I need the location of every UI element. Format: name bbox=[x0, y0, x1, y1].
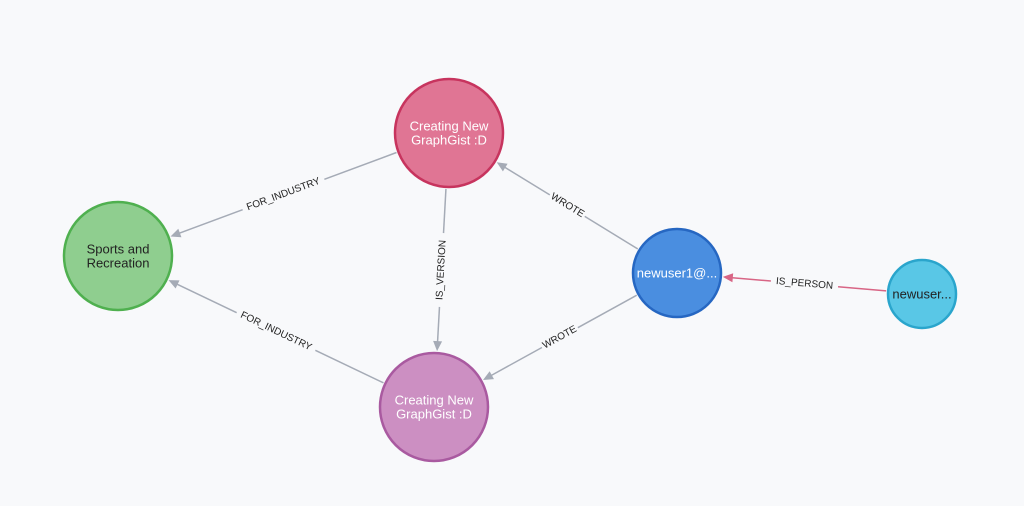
relationship-line bbox=[436, 306, 441, 344]
node-caption: Creating New bbox=[395, 393, 474, 408]
node-circle bbox=[393, 77, 505, 189]
relationship-line bbox=[730, 276, 771, 282]
rel-wrote-top[interactable]: WROTE bbox=[496, 162, 639, 250]
relationship-label: WROTE bbox=[541, 324, 579, 352]
relationship-line bbox=[315, 349, 384, 384]
node-circle bbox=[62, 200, 174, 312]
relationship-line bbox=[577, 294, 638, 329]
node-caption: Recreation bbox=[87, 256, 150, 271]
arrowhead-icon bbox=[722, 273, 734, 283]
node-caption: GraphGist :D bbox=[411, 133, 487, 148]
relationship-label: IS_VERSION bbox=[434, 240, 448, 301]
relationship-label: IS_PERSON bbox=[775, 276, 833, 292]
relationship-label: WROTE bbox=[549, 191, 587, 220]
node-caption: Creating New bbox=[410, 119, 489, 134]
relationship-label: FOR_INDUSTRY bbox=[239, 310, 314, 354]
node-circle bbox=[378, 351, 490, 463]
node-user[interactable]: newuser1@... bbox=[631, 227, 723, 319]
relationship-label: FOR_INDUSTRY bbox=[245, 176, 322, 213]
node-caption: newuser... bbox=[892, 287, 951, 302]
relationship-line bbox=[837, 286, 887, 292]
relationship-line bbox=[175, 282, 237, 314]
rel-is-person[interactable]: IS_PERSON bbox=[722, 273, 887, 292]
arrowhead-icon bbox=[170, 228, 182, 238]
rel-wrote-bottom[interactable]: WROTE bbox=[483, 294, 638, 380]
node-person[interactable]: newuser... bbox=[886, 258, 958, 330]
relationship-line bbox=[489, 346, 543, 377]
node-caption: newuser1@... bbox=[637, 266, 717, 281]
node-caption: GraphGist :D bbox=[396, 407, 472, 422]
node-circle bbox=[886, 258, 958, 330]
rel-is-version[interactable]: IS_VERSION bbox=[433, 188, 449, 352]
rel-for-industry-bottom[interactable]: FOR_INDUSTRY bbox=[168, 280, 384, 384]
relationship-line bbox=[503, 165, 551, 196]
relationship-line bbox=[442, 188, 447, 234]
arrowhead-icon bbox=[496, 162, 508, 172]
arrowhead-icon bbox=[168, 280, 180, 289]
relationship-line bbox=[177, 208, 243, 235]
relationships-layer: FOR_INDUSTRY IS_VERSION FOR_INDUSTRY WROTE W… bbox=[168, 151, 887, 384]
arrowhead-icon bbox=[483, 371, 494, 380]
rel-for-industry-top[interactable]: FOR_INDUSTRY bbox=[170, 151, 397, 238]
node-caption: Sports and bbox=[87, 242, 150, 257]
relationship-line bbox=[584, 215, 639, 250]
relationship-line bbox=[324, 151, 397, 181]
arrowhead-icon bbox=[433, 340, 443, 352]
node-circle bbox=[631, 227, 723, 319]
